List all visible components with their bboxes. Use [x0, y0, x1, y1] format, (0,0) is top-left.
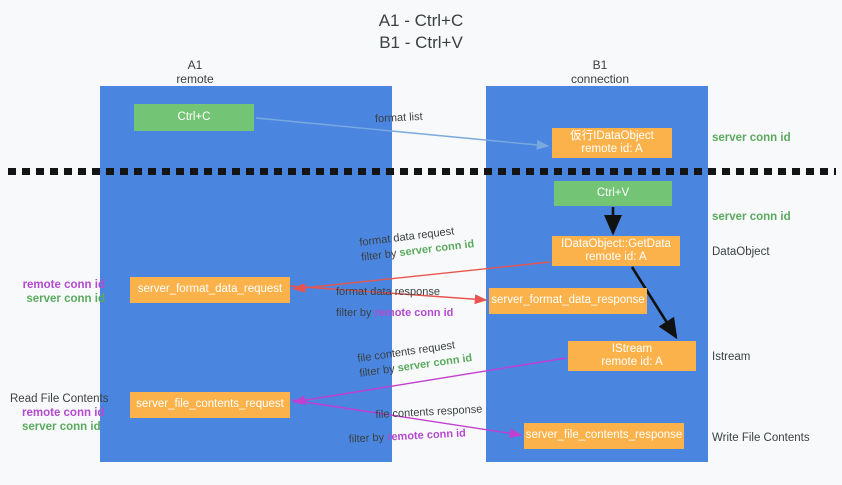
edge-format-data-response-filter-prefix: filter by	[336, 307, 375, 319]
node-format-data-request-label: server_format_data_request	[137, 283, 283, 296]
node-server-format-data-request[interactable]: server_format_data_request	[130, 277, 290, 303]
node-idataobject-getdata[interactable]: IDataObject::GetData remote id: A	[552, 236, 680, 266]
edge-format-data-request-filter-prefix: filter by	[360, 247, 401, 264]
node-ctrl-v[interactable]: Ctrl+V	[554, 181, 672, 206]
lane-header-a1: A1 remote	[115, 58, 275, 86]
annotation-conn-ids-format: remote conn id server conn id	[10, 278, 105, 306]
node-server-format-data-response[interactable]: server_format_data_response	[489, 288, 647, 314]
page-title: A1 - Ctrl+C B1 - Ctrl+V	[0, 10, 842, 54]
lane-a1-name: A1	[187, 58, 203, 72]
node-server-file-contents-response[interactable]: server_file_contents_response	[524, 423, 684, 449]
annotation-dataobject: DataObject	[712, 245, 770, 259]
edge-file-contents-request-filter-prefix: filter by	[358, 362, 399, 380]
title-line-1: A1 - Ctrl+C	[378, 11, 464, 30]
edge-file-contents-response-filter-value: remote conn id	[386, 427, 467, 444]
annotation-istream-text: Istream	[712, 351, 751, 363]
annotation-file-remote-conn-id: remote conn id	[22, 407, 105, 419]
annotation-server-conn-id-top: server conn id	[712, 131, 791, 145]
edge-label-format-data-response: format data response filter by remote co…	[336, 285, 453, 321]
annotation-server-conn-id-mid: server conn id	[712, 210, 791, 224]
node-idataobject-label: 仮行IDataObject	[570, 129, 654, 142]
node-file-contents-request-label: server_file_contents_request	[136, 398, 284, 411]
node-istream-label: IStream	[611, 342, 653, 355]
node-istream-remote-id: remote id: A	[601, 356, 663, 368]
node-idataobject-remote-id: remote id: A	[581, 143, 643, 155]
node-istream[interactable]: IStream remote id: A	[568, 341, 696, 371]
node-format-data-response-label: server_format_data_response	[491, 294, 645, 307]
node-getdata-label: IDataObject::GetData	[561, 237, 671, 250]
node-file-contents-response-label: server_file_contents_response	[525, 429, 683, 442]
lane-a1-subtitle: remote	[176, 72, 214, 86]
node-ctrl-c[interactable]: Ctrl+C	[134, 104, 254, 131]
annotation-dataobject-text: DataObject	[712, 246, 770, 258]
edge-label-file-contents-response: file contents response filter by remote …	[347, 402, 484, 447]
lane-b1-subtitle: connection	[570, 72, 630, 86]
edge-format-data-response-filter-value: remote conn id	[374, 307, 454, 319]
annotation-format-server-conn-id: server conn id	[26, 293, 105, 305]
annotation-istream: Istream	[712, 350, 750, 364]
edge-label-format-list: format list	[375, 110, 423, 127]
node-ctrl-c-label: Ctrl+C	[177, 110, 211, 123]
node-server-file-contents-request[interactable]: server_file_contents_request	[130, 392, 290, 418]
annotation-read-file-contents-text: Read File Contents	[10, 393, 109, 405]
node-idataobject[interactable]: 仮行IDataObject remote id: A	[552, 128, 672, 158]
annotation-format-remote-conn-id: remote conn id	[22, 279, 105, 291]
annotation-server-conn-id-mid-text: server conn id	[712, 211, 791, 223]
title-line-2: B1 - Ctrl+V	[379, 33, 463, 52]
annotation-write-file-contents-text: Write File Contents	[712, 432, 810, 444]
edge-format-list-text: format list	[374, 110, 423, 126]
lane-header-b1: B1 connection	[520, 58, 680, 86]
node-getdata-remote-id: remote id: A	[585, 251, 647, 263]
phase-divider	[8, 168, 836, 175]
lane-b1-name: B1	[592, 58, 608, 72]
annotation-file-server-conn-id: server conn id	[22, 421, 101, 433]
annotation-write-file-contents: Write File Contents	[712, 431, 810, 445]
node-ctrl-v-label: Ctrl+V	[596, 186, 630, 199]
annotation-read-file-contents-group: Read File Contents remote conn id server…	[10, 392, 110, 434]
edge-file-contents-response-filter-prefix: filter by	[348, 431, 388, 446]
edge-format-data-response-text: format data response	[336, 286, 440, 298]
annotation-server-conn-id-top-text: server conn id	[712, 132, 791, 144]
